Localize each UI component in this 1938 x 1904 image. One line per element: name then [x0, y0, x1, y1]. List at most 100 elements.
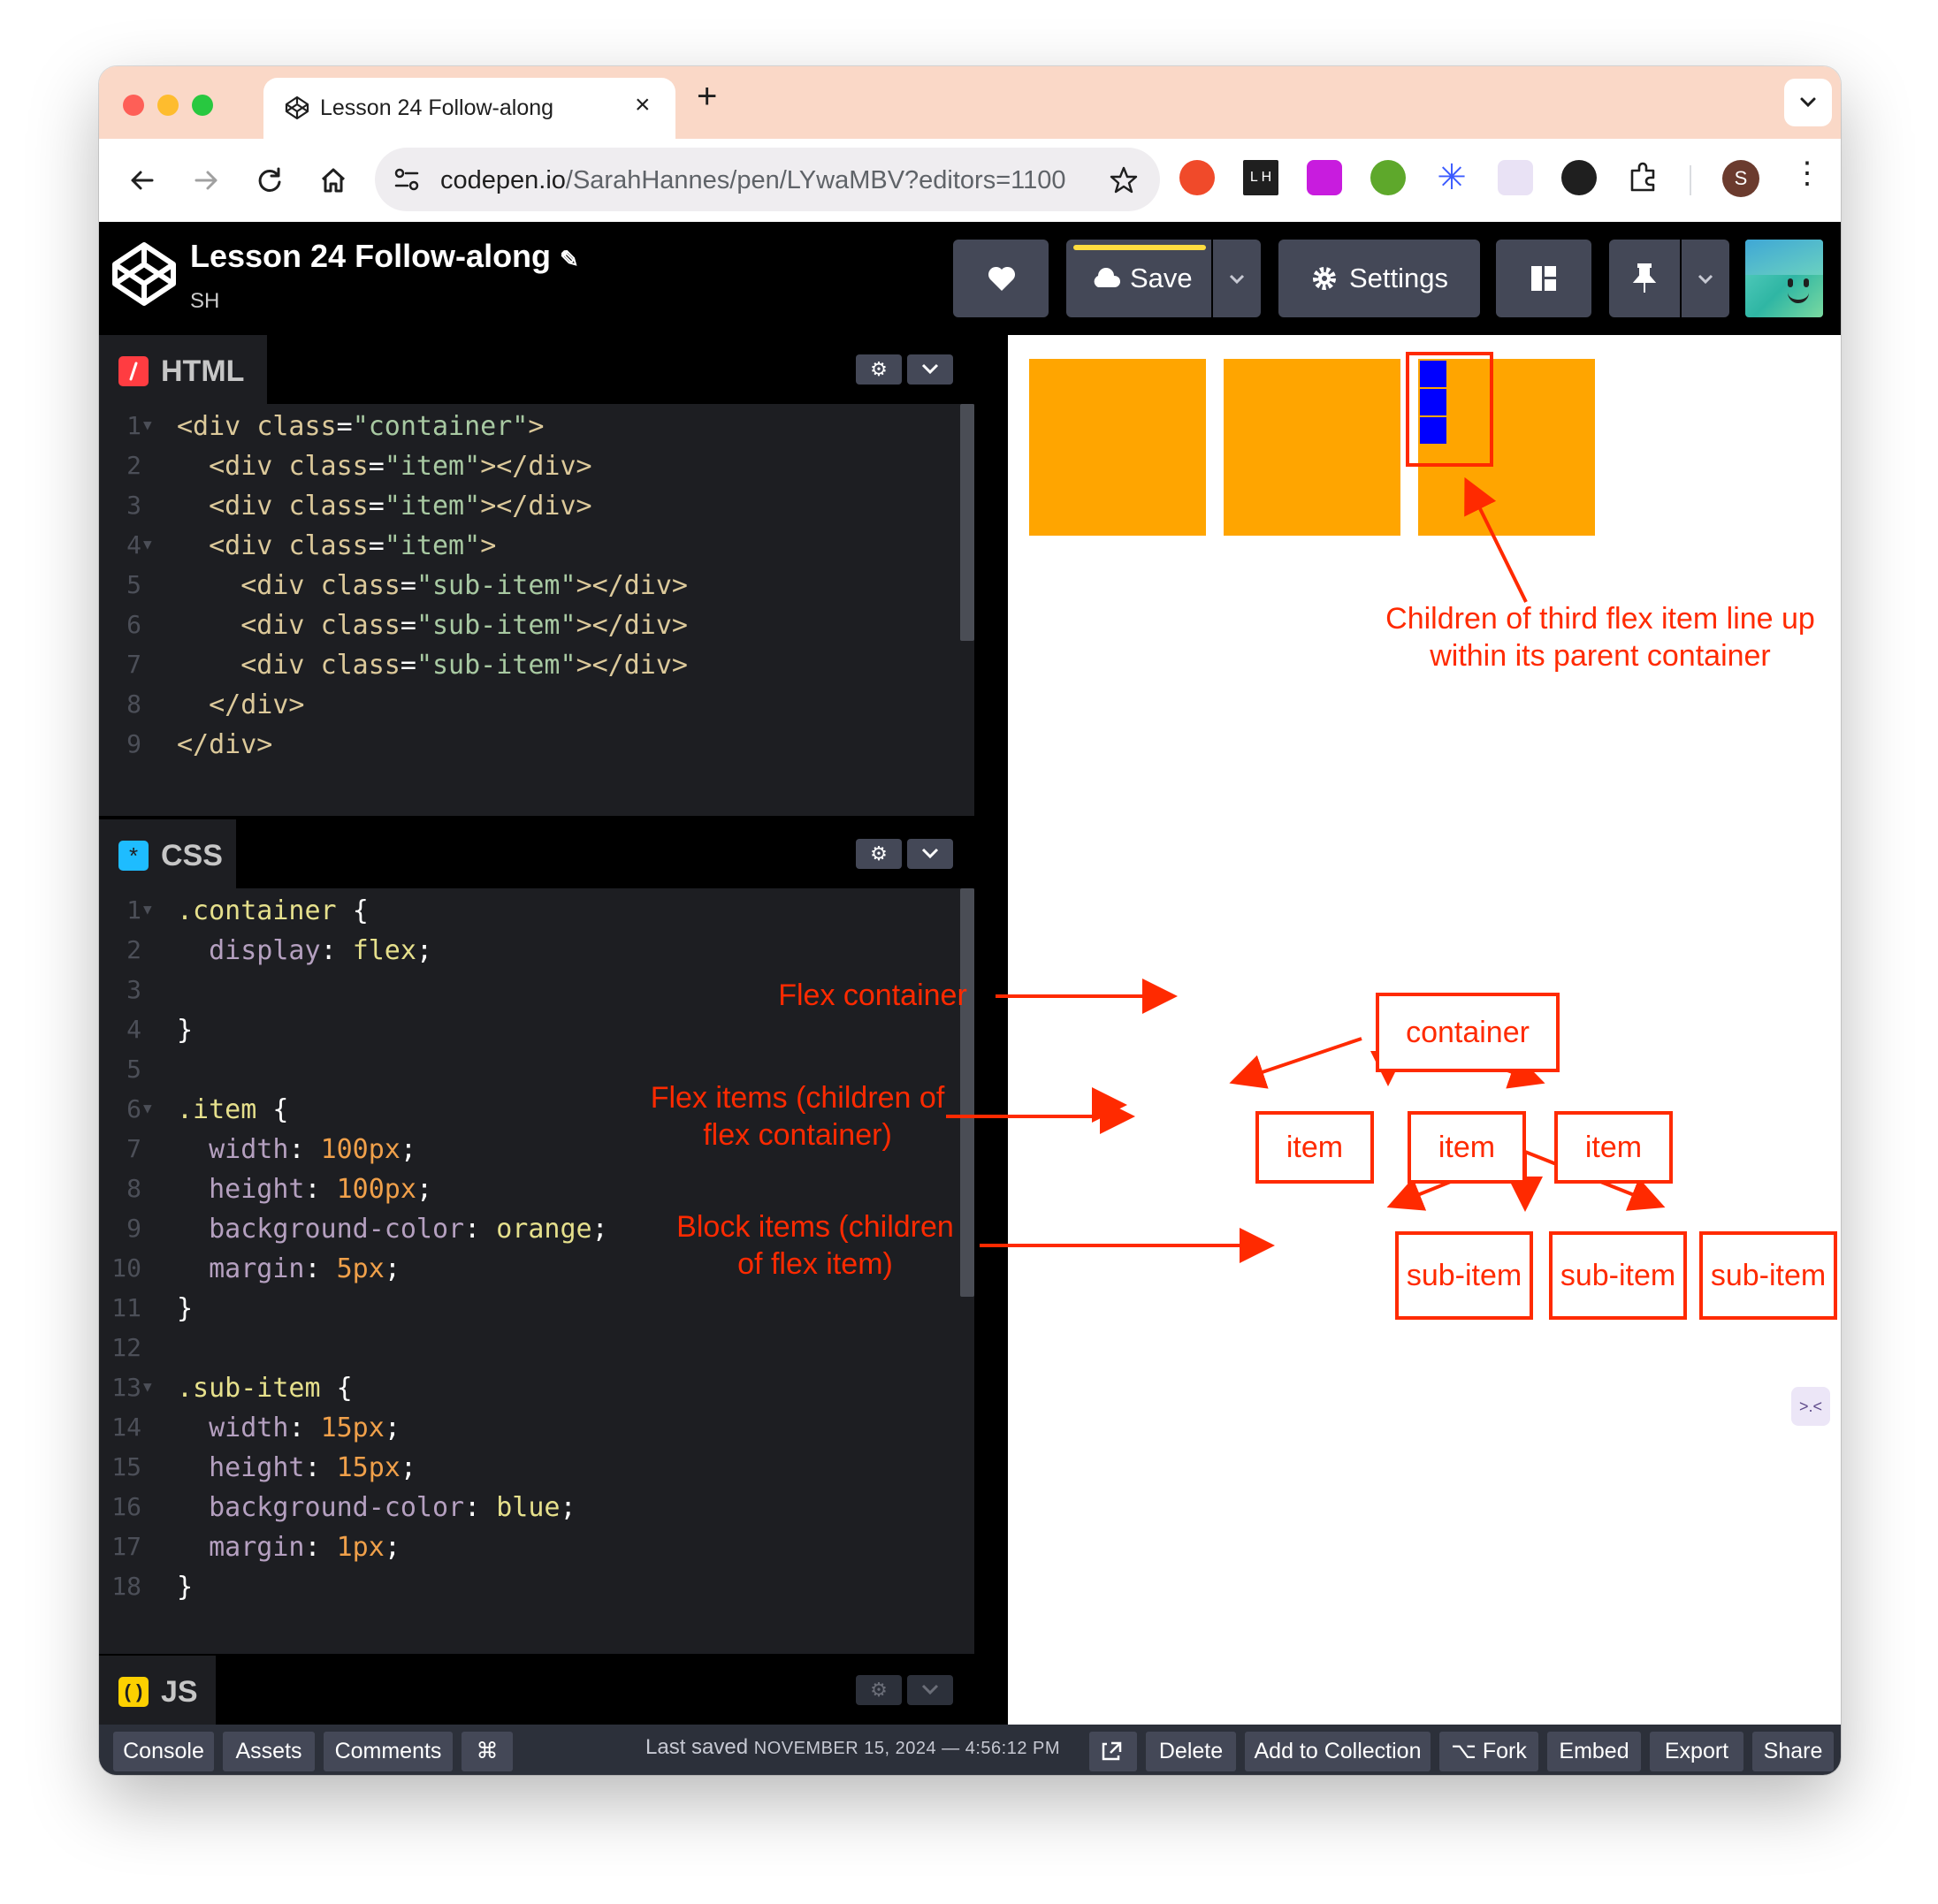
chevron-down-icon — [921, 363, 939, 375]
browser-toolbar: codepen.io/SarahHannes/pen/LYwaMBV?edito… — [99, 139, 1841, 222]
edit-pencil-icon[interactable]: ✎ — [560, 246, 579, 272]
js-collapse-button[interactable] — [907, 1675, 953, 1705]
console-button[interactable]: Console — [113, 1732, 214, 1771]
html-editor-header: HTML ⚙ — [99, 335, 1008, 404]
arrow-container-to-item-1 — [1229, 1037, 1362, 1089]
comments-button[interactable]: Comments — [324, 1732, 453, 1771]
pen-author[interactable]: SH — [190, 289, 220, 313]
pin-icon — [1632, 263, 1657, 293]
browser-menu-icon[interactable]: ⋮ — [1792, 156, 1822, 190]
extension-plus-icon[interactable] — [1370, 160, 1406, 195]
browser-tab[interactable]: Lesson 24 Follow-along × — [263, 78, 675, 139]
flex-item-3 — [1418, 359, 1595, 536]
flex-items-line-1: Flex items (children of — [650, 1081, 945, 1115]
html-collapse-button[interactable] — [907, 354, 953, 385]
change-view-button[interactable] — [1496, 240, 1591, 317]
reload-icon[interactable] — [249, 160, 290, 201]
export-button[interactable]: Export — [1650, 1732, 1743, 1771]
external-link-icon — [1102, 1741, 1122, 1761]
preview-helper-icon[interactable]: >.< — [1791, 1387, 1830, 1426]
embed-button[interactable]: Embed — [1547, 1732, 1641, 1771]
minimize-window-button[interactable] — [157, 95, 179, 116]
html-editor-label: HTML — [161, 354, 245, 388]
css-settings-button[interactable]: ⚙ — [856, 839, 902, 869]
html-code-area[interactable]: 1▼<div class="container"> 2 <div class="… — [99, 404, 983, 816]
chevron-down-icon — [921, 848, 939, 859]
assets-button[interactable]: Assets — [223, 1732, 315, 1771]
heart-icon — [988, 266, 1016, 291]
codepen-favicon-icon — [285, 95, 309, 120]
flex-container-label: Flex container — [778, 979, 967, 1012]
bookmark-star-icon[interactable] — [1109, 165, 1139, 195]
profile-avatar[interactable]: S — [1722, 160, 1759, 197]
fork-button[interactable]: ⌥ Fork — [1439, 1732, 1538, 1771]
css-scrollbar[interactable] — [960, 888, 974, 1297]
tab-close-icon[interactable]: × — [635, 90, 651, 119]
pen-title[interactable]: Lesson 24 Follow-along✎ — [190, 238, 579, 274]
editor-resize-handle[interactable] — [974, 335, 1008, 1725]
html-settings-button[interactable]: ⚙ — [856, 354, 902, 385]
children-note-line-2: within its parent container — [1430, 639, 1771, 673]
css-editor-tab[interactable]: * CSS — [99, 819, 236, 888]
extension-css-icon[interactable] — [1561, 160, 1597, 195]
address-bar[interactable]: codepen.io/SarahHannes/pen/LYwaMBV?edito… — [375, 148, 1160, 211]
tab-search-button[interactable] — [1784, 79, 1832, 126]
js-settings-button[interactable]: ⚙ — [856, 1675, 902, 1705]
block-items-line-2: of flex item) — [737, 1247, 893, 1281]
tree-node-sub-item-2: sub-item — [1549, 1231, 1687, 1320]
tree-node-item-3: item — [1554, 1111, 1673, 1184]
home-icon[interactable] — [313, 160, 354, 201]
editor-column: HTML ⚙ 1▼<div class="container"> 2 <div … — [99, 335, 1008, 1725]
result-preview: Children of third flex item line up with… — [1008, 335, 1841, 1725]
css-code-area[interactable]: 1▼.container { 2 display: flex; 3 4} 5 6… — [99, 888, 983, 1654]
cloud-icon — [1094, 268, 1121, 287]
maximize-window-button[interactable] — [192, 95, 213, 116]
extension-face-icon[interactable] — [1498, 160, 1533, 195]
back-icon[interactable] — [122, 160, 163, 201]
extension-asterisk-icon[interactable]: ✳ — [1434, 160, 1469, 195]
extension-lh-icon[interactable]: L H — [1243, 160, 1278, 195]
close-window-button[interactable] — [123, 95, 144, 116]
flex-items-line-2: flex container) — [703, 1118, 892, 1152]
extension-download-icon[interactable] — [1307, 160, 1342, 195]
fork-icon: ⌥ — [1451, 1739, 1483, 1763]
add-to-collection-button[interactable]: Add to Collection — [1245, 1732, 1431, 1771]
love-button[interactable] — [953, 240, 1049, 317]
forward-icon[interactable] — [186, 160, 226, 201]
sub-items-highlight-box — [1406, 352, 1493, 467]
keyboard-shortcuts-button[interactable]: ⌘ — [462, 1732, 513, 1771]
codepen-logo-icon[interactable] — [111, 241, 177, 307]
flex-item-2 — [1224, 359, 1400, 536]
chevron-down-icon — [1800, 97, 1816, 108]
save-options-button[interactable] — [1213, 240, 1261, 317]
save-button[interactable]: Save — [1066, 240, 1211, 317]
tab-strip: Lesson 24 Follow-along × + — [99, 66, 1841, 139]
extension-bolt-icon[interactable] — [1179, 160, 1215, 195]
open-external-button[interactable] — [1089, 1732, 1137, 1771]
html-editor-tab[interactable]: HTML — [99, 335, 267, 404]
children-note: Children of third flex item line up with… — [1370, 600, 1830, 674]
gear-icon — [1313, 267, 1336, 290]
js-editor-tab[interactable]: ( ) JS — [99, 1656, 216, 1725]
site-settings-icon[interactable] — [393, 166, 421, 193]
new-tab-button[interactable]: + — [697, 77, 718, 116]
flex-item-1 — [1029, 359, 1206, 536]
tree-node-sub-item-3: sub-item — [1699, 1231, 1837, 1320]
delete-button[interactable]: Delete — [1146, 1732, 1236, 1771]
toolbar-divider — [1690, 165, 1691, 195]
tree-node-item-2: item — [1408, 1111, 1526, 1184]
settings-button[interactable]: Settings — [1278, 240, 1480, 317]
codepen-header: Lesson 24 Follow-along✎ SH Save Settings — [99, 222, 1841, 335]
user-avatar[interactable] — [1745, 240, 1823, 317]
css-editor-header: * CSS ⚙ — [99, 819, 1008, 888]
sub-item-3 — [1420, 417, 1446, 444]
css-collapse-button[interactable] — [907, 839, 953, 869]
html-scrollbar[interactable] — [960, 404, 974, 641]
block-items-line-1: Block items (children — [676, 1210, 954, 1244]
js-icon: ( ) — [118, 1677, 149, 1707]
css-icon: * — [118, 841, 149, 871]
pin-options-button[interactable] — [1682, 240, 1729, 317]
pin-button[interactable] — [1609, 240, 1680, 317]
share-button[interactable]: Share — [1752, 1732, 1834, 1771]
extensions-puzzle-icon[interactable] — [1625, 160, 1660, 195]
